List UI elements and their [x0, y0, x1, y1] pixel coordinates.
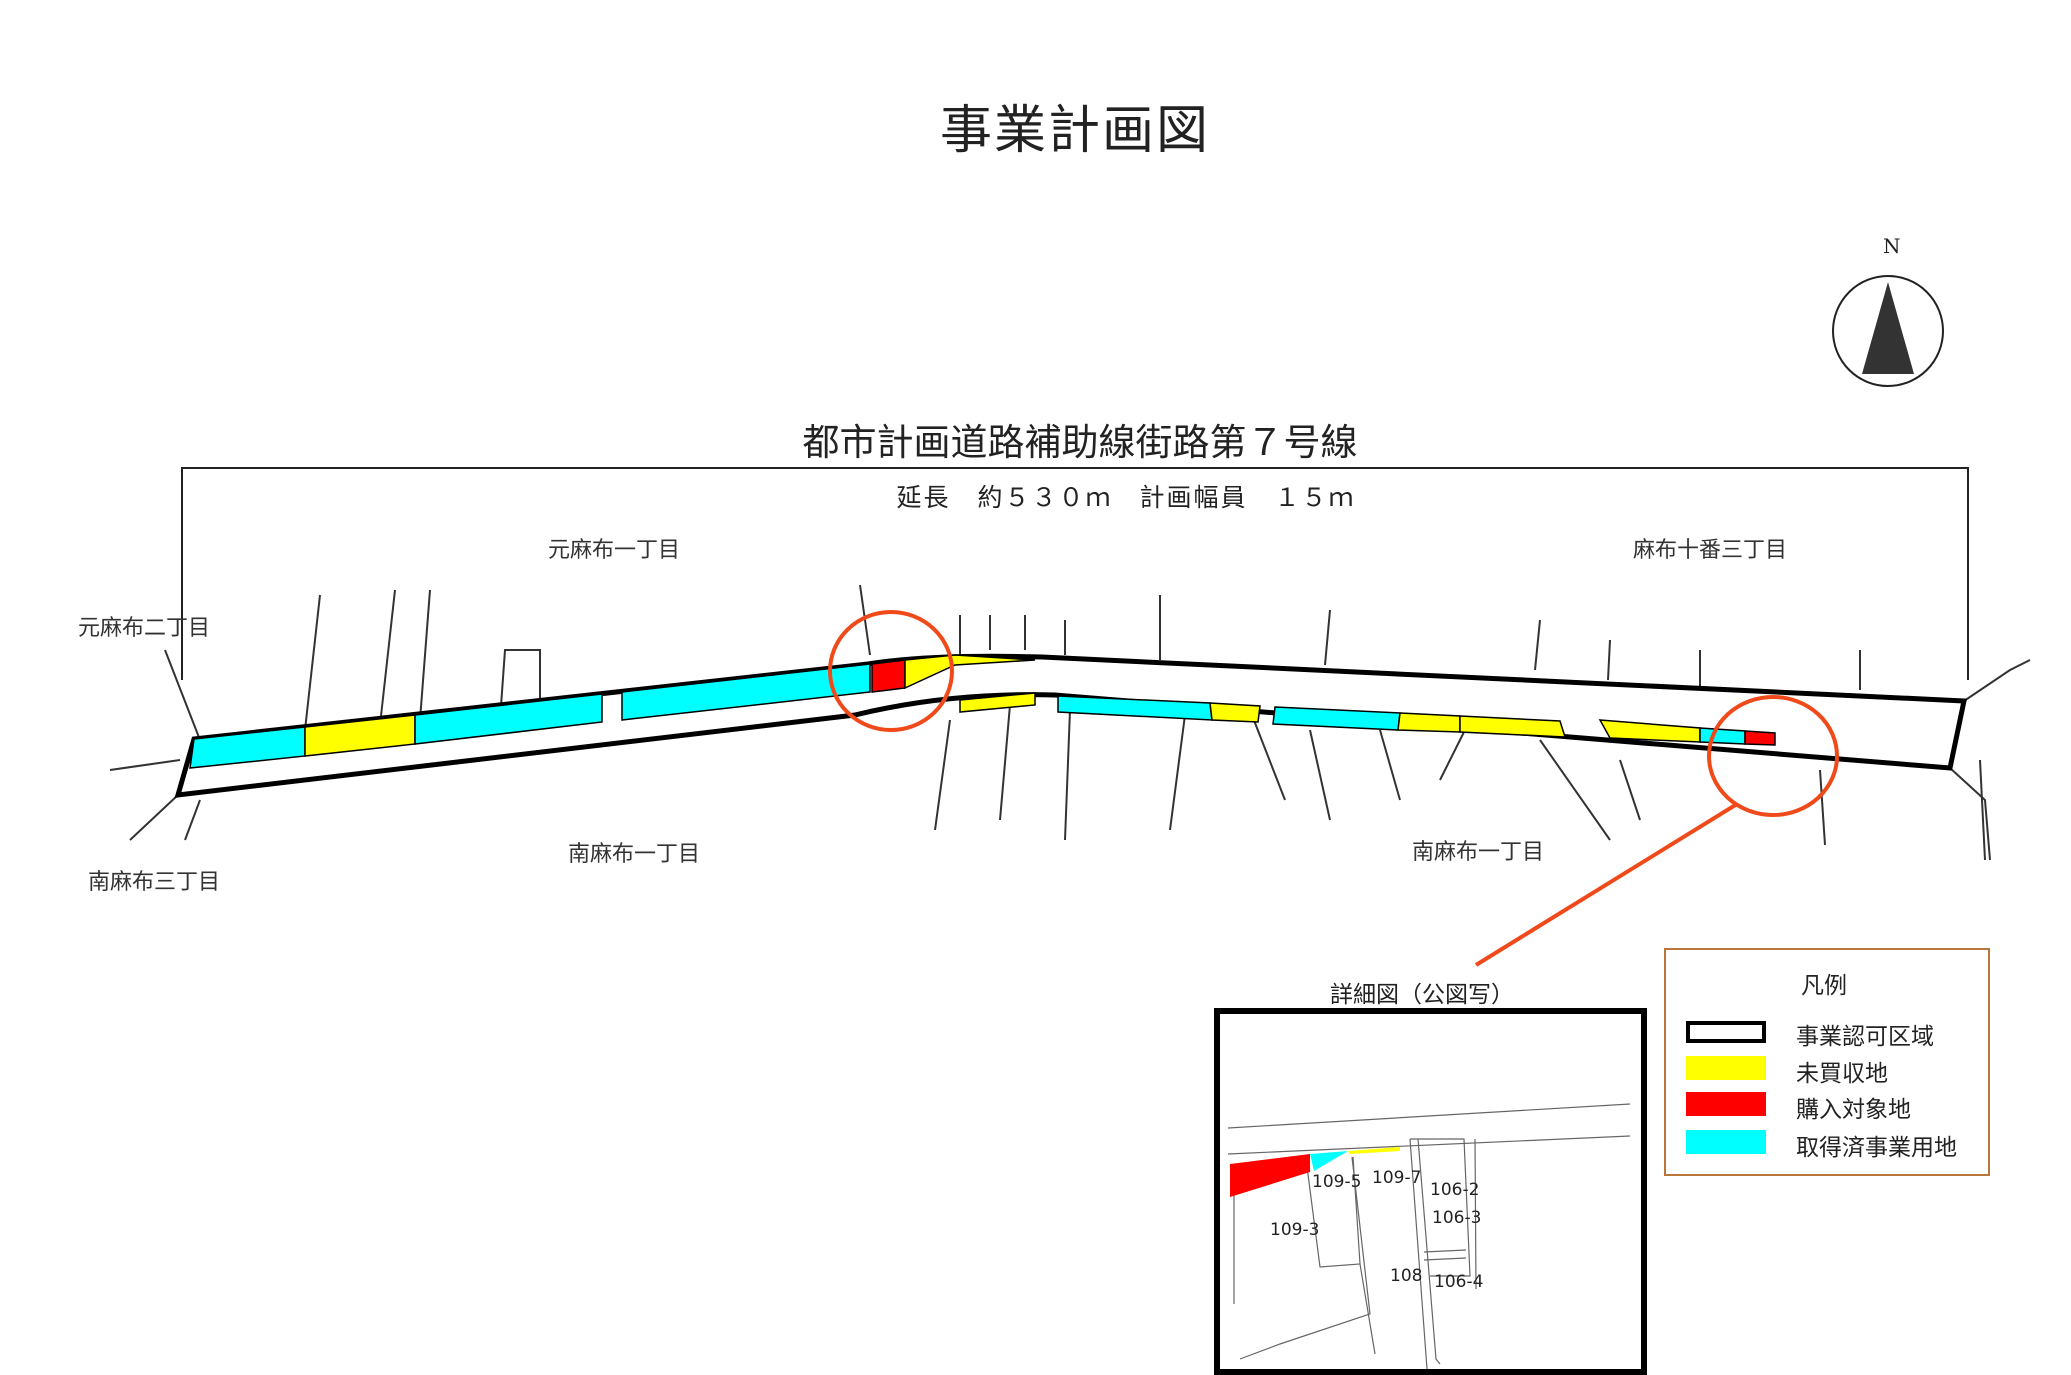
- legend-label: 取得済事業用地: [1796, 1135, 1957, 1161]
- highlight-markers: [828, 610, 1839, 967]
- legend-swatch: [1686, 1056, 1766, 1080]
- lot-label: 106-3: [1432, 1208, 1482, 1228]
- acquired-parcel: [1310, 1151, 1348, 1171]
- purchase-target-parcel: [1230, 1154, 1310, 1197]
- legend-title: 凡例: [1801, 973, 1847, 999]
- district-minamiazabu-1-west: 南麻布一丁目: [568, 842, 701, 867]
- district-minamiazabu-1-east: 南麻布一丁目: [1412, 840, 1545, 865]
- map-title: 事業計画図: [939, 101, 1210, 161]
- district-motoazabu-1: 元麻布一丁目: [548, 538, 681, 563]
- lot-label: 106-4: [1434, 1272, 1484, 1292]
- north-label: N: [1883, 234, 1901, 258]
- detail-map: 109-5 109-7 109-3 106-2 106-3 106-4 108: [1214, 1008, 1647, 1375]
- legend-swatch: [1686, 1092, 1766, 1116]
- lot-label: 109-3: [1270, 1220, 1320, 1240]
- lot-label: 106-2: [1430, 1180, 1480, 1200]
- lot-label: 108: [1390, 1266, 1423, 1286]
- legend-label: 未買収地: [1796, 1061, 1888, 1087]
- north-arrow-icon: [1832, 275, 1944, 387]
- district-minamiazabu-3: 南麻布三丁目: [88, 870, 221, 895]
- leader-line: [1474, 802, 1739, 967]
- legend: 凡例 事業認可区域 未買収地 購入対象地 取得済事業用地: [1664, 948, 1990, 1176]
- parcel-lines: [109, 584, 2031, 861]
- road-spec: 延長 約５３０ｍ 計画幅員 １５ｍ: [896, 483, 1356, 512]
- district-azabujuban-3: 麻布十番三丁目: [1633, 538, 1788, 563]
- legend-label: 購入対象地: [1796, 1097, 1911, 1123]
- legend-label: 事業認可区域: [1796, 1024, 1934, 1050]
- road-name: 都市計画道路補助線街路第７号線: [802, 421, 1358, 464]
- lot-label: 109-5: [1312, 1172, 1362, 1192]
- strips-north: [189, 654, 1036, 769]
- extent-bracket: [181, 467, 1969, 680]
- legend-swatch: [1686, 1021, 1766, 1043]
- district-motoazabu-2: 元麻布二丁目: [78, 616, 211, 641]
- lot-label: 109-7: [1372, 1168, 1422, 1188]
- highlight-circle-west: [828, 610, 954, 732]
- strips-south: [959, 692, 1776, 746]
- detail-label: 詳細図（公図写）: [1330, 982, 1514, 1008]
- highlight-circle-east: [1707, 695, 1839, 817]
- unacquired-parcel: [1348, 1147, 1400, 1154]
- legend-swatch: [1686, 1130, 1766, 1154]
